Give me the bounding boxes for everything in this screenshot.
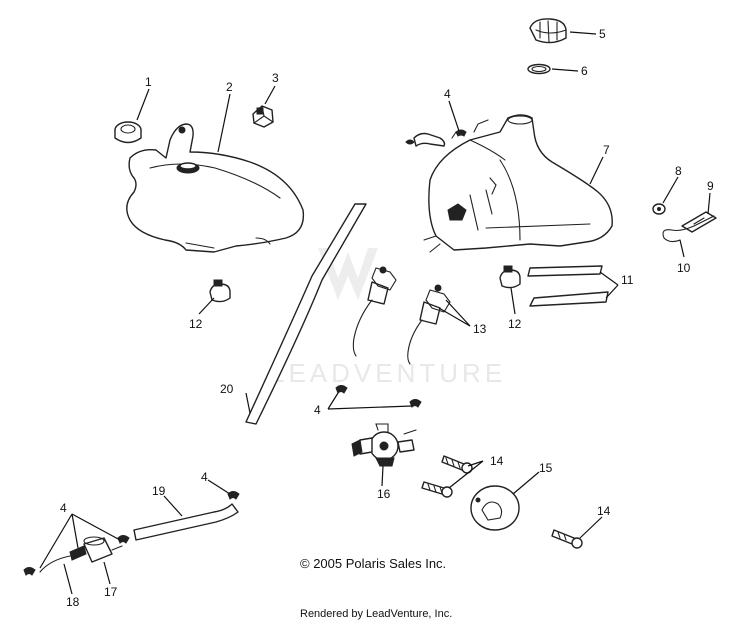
part-19-hose xyxy=(133,503,239,541)
callout-10: 10 xyxy=(677,261,691,275)
callout-9: 9 xyxy=(707,179,714,193)
callout-19: 19 xyxy=(152,484,166,498)
part-12-nut-left xyxy=(209,279,231,303)
part-11-decals xyxy=(527,265,609,307)
callout-11: 11 xyxy=(621,273,634,287)
callout-8: 8 xyxy=(675,164,682,178)
callout-16: 16 xyxy=(377,487,391,501)
callout-4-lower: 4 xyxy=(201,470,208,484)
part-3-bolt xyxy=(252,105,274,128)
part-8-washer xyxy=(652,203,666,215)
callout-7: 7 xyxy=(603,143,610,157)
callout-4: 4 xyxy=(444,87,451,101)
part-15-cover xyxy=(470,485,520,531)
callout-5: 5 xyxy=(599,27,606,41)
callout-4-left: 4 xyxy=(60,501,67,515)
callout-12-left: 12 xyxy=(189,317,203,331)
callout-13: 13 xyxy=(473,322,487,336)
part-4-clips-lower xyxy=(23,491,240,576)
part-17-fuel-filter xyxy=(69,536,123,563)
callout-1: 1 xyxy=(145,75,152,89)
svg-text:LEADVENTURE: LEADVENTURE xyxy=(270,358,506,388)
part-1-grommet xyxy=(114,121,142,144)
part-20-vent-hose xyxy=(245,203,367,425)
callout-numbers: 1 2 3 4 5 6 7 8 9 10 11 12 12 13 20 4 14… xyxy=(60,27,714,609)
part-10-hook xyxy=(662,215,715,243)
part-2-fuel-tank xyxy=(126,123,305,253)
callout-17: 17 xyxy=(104,585,118,599)
part-4-clips-middle xyxy=(335,385,422,408)
copyright-text: © 2005 Polaris Sales Inc. xyxy=(300,556,447,571)
callout-15: 15 xyxy=(539,461,553,475)
part-5-fuel-cap xyxy=(529,18,567,44)
part-12-nut-right xyxy=(499,265,521,289)
part-7-fuel-tank xyxy=(423,114,613,253)
part-14-screws xyxy=(421,455,583,549)
part-6-seal-ring xyxy=(527,63,551,75)
callout-20: 20 xyxy=(220,382,234,396)
callout-14-lower: 14 xyxy=(597,504,611,518)
callout-6: 6 xyxy=(581,64,588,78)
part-13-valves xyxy=(352,266,451,365)
part-16-fuel-valve xyxy=(351,423,417,467)
callout-14-upper: 14 xyxy=(490,454,504,468)
callout-2: 2 xyxy=(226,80,233,94)
rendered-by-text: Rendered by LeadVenture, Inc. xyxy=(300,608,453,620)
callout-12-right: 12 xyxy=(508,317,522,331)
part-4-clip-top xyxy=(405,129,467,147)
leader-lines xyxy=(39,31,711,595)
watermark: LEADVENTURE xyxy=(270,248,506,388)
callout-4-middle: 4 xyxy=(314,403,321,417)
part-18-hose xyxy=(39,555,71,573)
callout-18: 18 xyxy=(66,595,80,609)
callout-3: 3 xyxy=(272,71,279,85)
